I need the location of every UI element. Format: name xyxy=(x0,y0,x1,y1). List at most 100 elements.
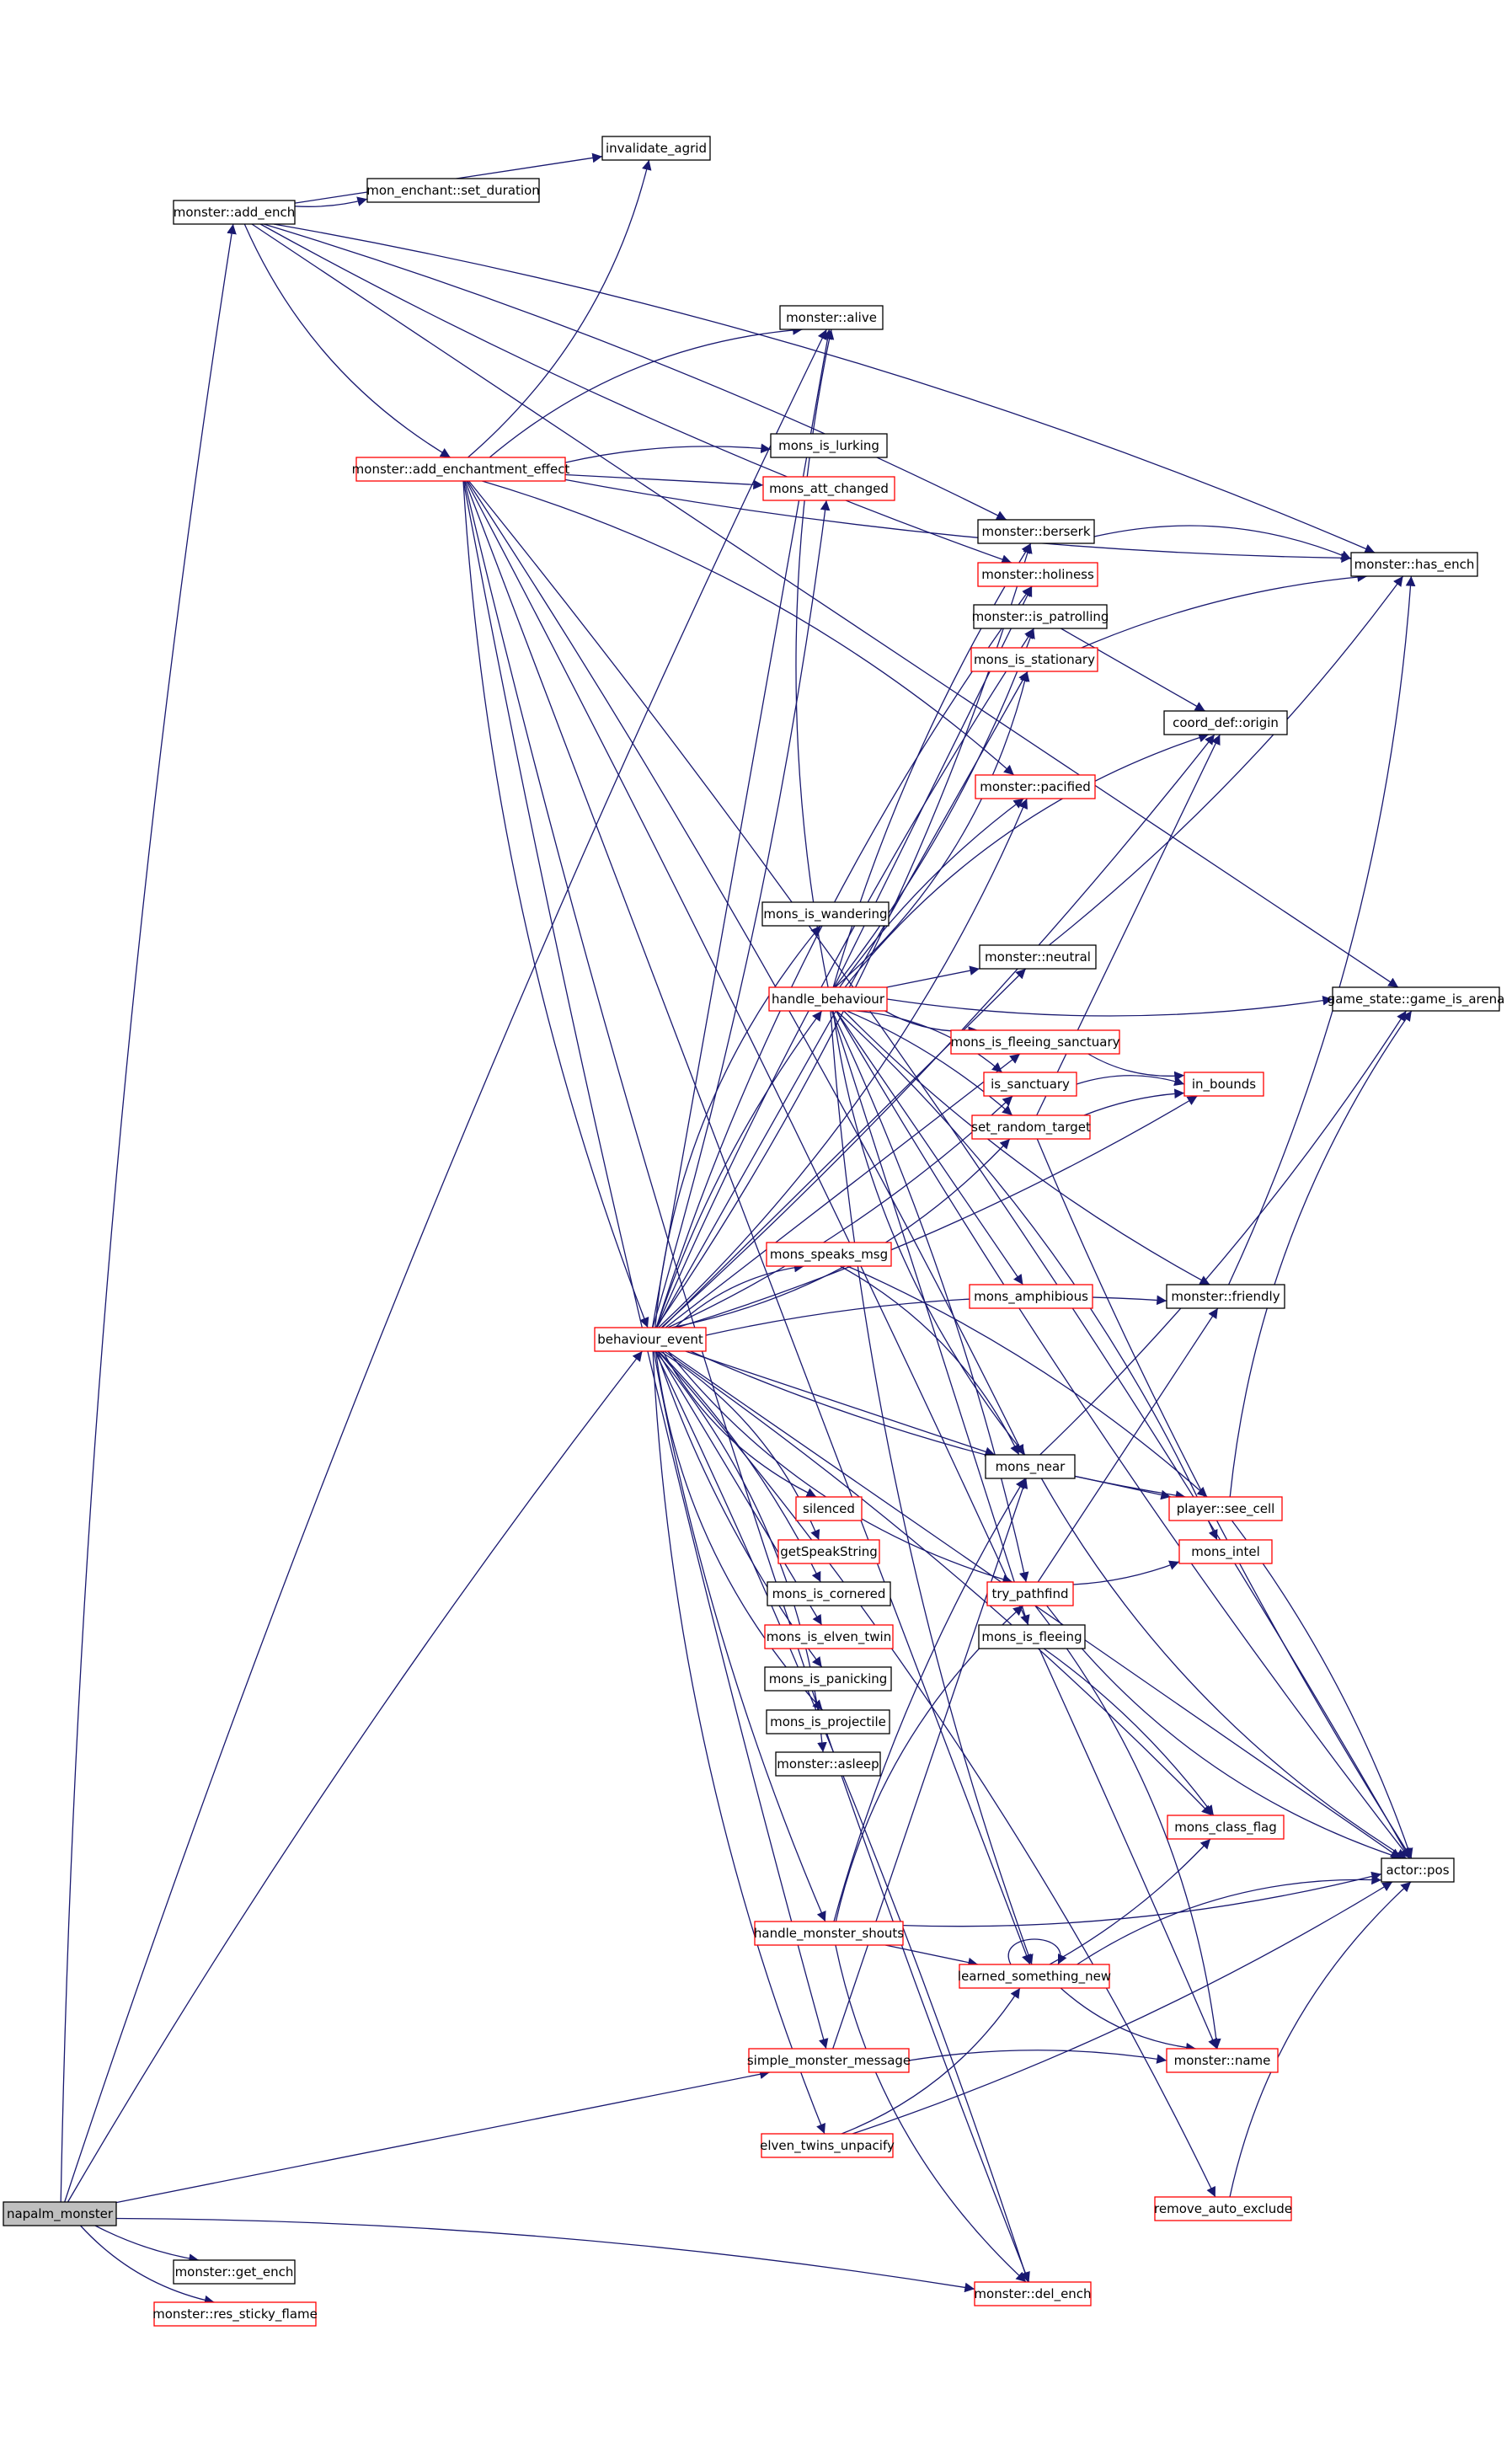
node-mons-amphibious[interactable]: mons_amphibious xyxy=(969,1284,1093,1309)
edge-napalm_monster-to-get_ench xyxy=(94,2225,200,2264)
node-label: napalm_monster xyxy=(7,2206,114,2222)
edge-try_pathfind-to-monster_name xyxy=(1034,1605,1221,2050)
edge-handle_behaviour-to-origin xyxy=(844,733,1210,988)
edge-handle_behaviour-to-game_is_arena xyxy=(886,995,1333,1017)
node-box xyxy=(970,647,1098,672)
node-label: silenced xyxy=(803,1501,855,1516)
edge-add_ench-to-has_ench xyxy=(273,223,1376,553)
edge-handle_behaviour-to-pacified xyxy=(839,798,1024,988)
node-box xyxy=(777,1539,880,1564)
node-box xyxy=(1163,710,1288,735)
node-box xyxy=(770,433,888,458)
node-friendly[interactable]: monster::friendly xyxy=(1166,1284,1285,1309)
edge-add_ench_effect-to-invalidate_agrid xyxy=(467,159,652,458)
edge-mons_is_stationary-to-has_ench xyxy=(1081,572,1368,649)
node-label: monster::friendly xyxy=(1171,1289,1280,1304)
node-label: mons_class_flag xyxy=(1174,1820,1277,1836)
node-box xyxy=(795,1496,863,1521)
node-invalidate-agrid[interactable]: invalidate_agrid xyxy=(601,136,711,161)
node-asleep[interactable]: monster::asleep xyxy=(775,1751,881,1777)
node-mons-is-elven-twin[interactable]: mons_is_elven_twin xyxy=(764,1624,894,1649)
node-is-sanctuary[interactable]: is_sanctuary xyxy=(983,1072,1077,1097)
node-label: monster::is_patrolling xyxy=(972,609,1109,625)
node-mons-speaks-msg[interactable]: mons_speaks_msg xyxy=(766,1242,892,1267)
node-del-ench[interactable]: monster::del_ench xyxy=(974,2281,1092,2306)
node-box xyxy=(3,2201,117,2226)
node-mons-is-stationary[interactable]: mons_is_stationary xyxy=(970,647,1098,672)
node-label: mons_att_changed xyxy=(769,481,889,497)
node-remove-auto-exclude[interactable]: remove_auto_exclude xyxy=(1154,2196,1292,2221)
node-learned-something-new[interactable]: learned_something_new xyxy=(958,1964,1111,1989)
node-box xyxy=(985,1454,1076,1479)
node-origin[interactable]: coord_def::origin xyxy=(1163,710,1288,735)
node-box xyxy=(761,901,890,927)
node-mons-near[interactable]: mons_near xyxy=(985,1454,1076,1479)
edge-behaviour_event-to-getSpeakString xyxy=(660,1350,820,1541)
node-mons-is-cornered[interactable]: mons_is_cornered xyxy=(767,1581,891,1606)
node-fleeing-sanctuary[interactable]: mons_is_fleeing_sanctuary xyxy=(950,1029,1120,1055)
node-game-is-arena[interactable]: game_state::game_is_arena xyxy=(1328,986,1505,1012)
node-label: monster::pacified xyxy=(980,779,1091,794)
node-get-ench[interactable]: monster::get_ench xyxy=(173,2259,296,2285)
node-set-duration[interactable]: mon_enchant::set_duration xyxy=(366,178,540,203)
node-mons-is-projectile[interactable]: mons_is_projectile xyxy=(766,1709,890,1734)
edge-add_ench-to-berserk xyxy=(264,223,1007,521)
node-monster-name[interactable]: monster::name xyxy=(1166,2048,1279,2073)
node-box xyxy=(766,1709,890,1734)
edge-mons_is_fleeing-to-mons_class_flag xyxy=(1043,1648,1215,1816)
node-mons-class-flag[interactable]: mons_class_flag xyxy=(1167,1815,1285,1840)
node-add-ench-effect[interactable]: monster::add_enchantment_effect xyxy=(352,457,570,482)
edge-behaviour_event-to-mons_att_changed xyxy=(652,500,831,1328)
node-mons-is-panicking[interactable]: mons_is_panicking xyxy=(764,1666,892,1692)
node-box xyxy=(173,200,296,225)
node-in-bounds[interactable]: in_bounds xyxy=(1183,1072,1264,1097)
node-label: coord_def::origin xyxy=(1173,715,1279,731)
node-handle-behaviour[interactable]: handle_behaviour xyxy=(768,986,888,1012)
edge-behaviour_event-to-fleeing_sanctuary xyxy=(665,1053,1021,1328)
node-berserk[interactable]: monster::berserk xyxy=(977,519,1095,544)
edge-add_ench_effect-to-mons_att_changed xyxy=(564,473,764,490)
node-label: monster::name xyxy=(1174,2053,1271,2068)
node-behaviour-event[interactable]: behaviour_event xyxy=(594,1327,707,1352)
node-actor-pos[interactable]: actor::pos xyxy=(1381,1857,1455,1883)
node-label: monster::holiness xyxy=(981,567,1094,582)
node-elven-twins-unpacify[interactable]: elven_twins_unpacify xyxy=(760,2133,895,2158)
node-handle-monster-shouts[interactable]: handle_monster_shouts xyxy=(754,1921,904,1946)
edge-add_ench_effect-to-mons_near xyxy=(467,480,1024,1456)
node-box xyxy=(959,1964,1110,1989)
node-box xyxy=(1168,1496,1283,1521)
node-add-ench[interactable]: monster::add_ench xyxy=(173,200,296,225)
edge-handle_behaviour-to-neutral xyxy=(886,965,980,988)
edge-handle_behaviour-to-learned_something_new xyxy=(830,1010,1034,1965)
node-set-random-target[interactable]: set_random_target xyxy=(971,1114,1091,1140)
edge-see_cell-to-actor_pos xyxy=(1231,1520,1413,1859)
edge-learned_something_new-to-learned_something_new xyxy=(1007,1938,1067,1965)
node-alive[interactable]: monster::alive xyxy=(779,305,884,330)
node-label: mons_is_stationary xyxy=(974,652,1095,668)
node-getSpeakString[interactable]: getSpeakString xyxy=(777,1539,880,1564)
node-try-pathfind[interactable]: try_pathfind xyxy=(986,1581,1074,1606)
node-mons-is-wandering[interactable]: mons_is_wandering xyxy=(761,901,890,927)
node-label: mons_amphibious xyxy=(974,1289,1088,1305)
edge-add_ench_effect-to-actor_pos xyxy=(468,480,1410,1859)
edge-behaviour_event-to-del_ench xyxy=(654,1350,1030,2283)
edge-napalm_monster-to-del_ench xyxy=(115,2217,975,2293)
node-pacified[interactable]: monster::pacified xyxy=(975,774,1096,799)
node-simple-monster-message[interactable]: simple_monster_message xyxy=(747,2048,911,2073)
node-holiness[interactable]: monster::holiness xyxy=(977,562,1098,587)
node-neutral[interactable]: monster::neutral xyxy=(979,944,1097,970)
node-silenced[interactable]: silenced xyxy=(795,1496,863,1521)
node-mons-intel[interactable]: mons_intel xyxy=(1178,1539,1273,1564)
node-box xyxy=(173,2259,296,2285)
node-mons-is-lurking[interactable]: mons_is_lurking xyxy=(770,433,888,458)
node-res-sticky-flame[interactable]: monster::res_sticky_flame xyxy=(152,2301,318,2327)
node-has-ench[interactable]: monster::has_ench xyxy=(1350,552,1478,577)
edge-handle_behaviour-to-try_pathfind xyxy=(831,1010,1029,1583)
node-napalm-monster[interactable]: napalm_monster xyxy=(3,2201,117,2226)
node-mons-att-changed[interactable]: mons_att_changed xyxy=(762,476,895,501)
node-is-patrolling[interactable]: monster::is_patrolling xyxy=(972,604,1109,629)
node-see-cell[interactable]: player::see_cell xyxy=(1168,1496,1283,1521)
node-box xyxy=(766,1242,892,1267)
node-mons-is-fleeing[interactable]: mons_is_fleeing xyxy=(978,1624,1086,1649)
edge-add_ench_effect-to-del_ench xyxy=(463,480,1030,2283)
